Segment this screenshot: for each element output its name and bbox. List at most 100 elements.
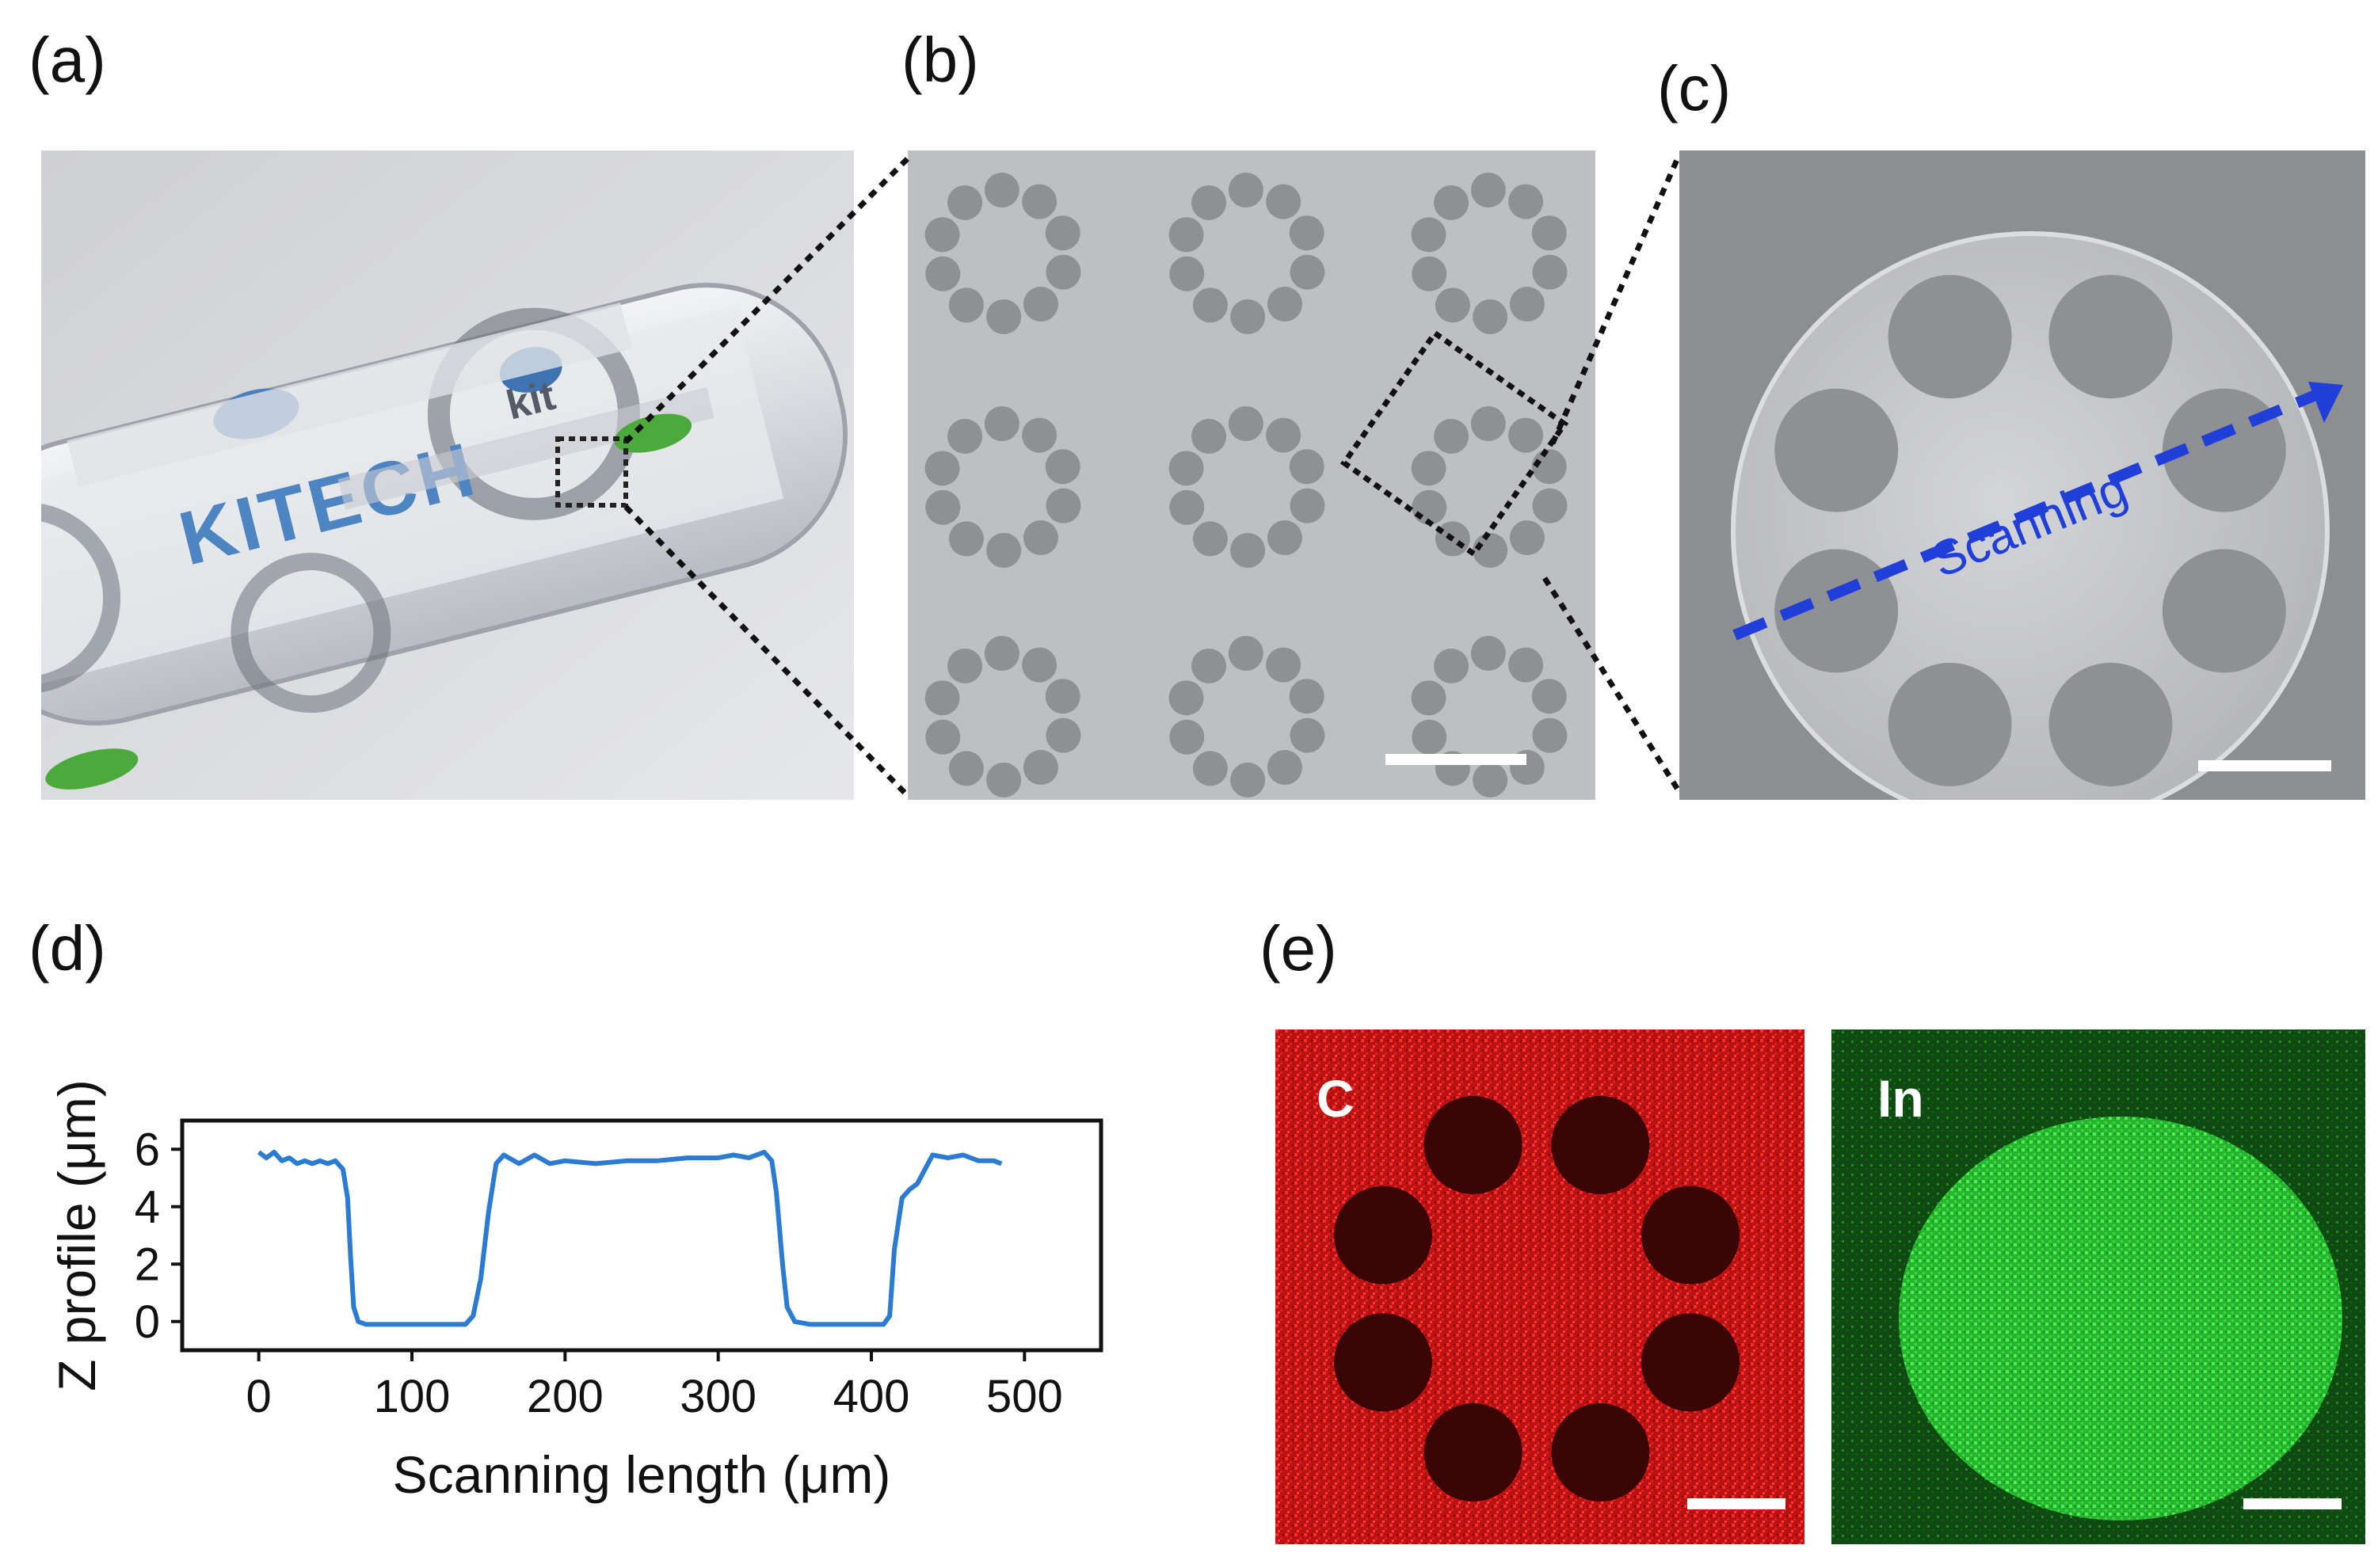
array-dot bbox=[1230, 762, 1266, 797]
array-dot bbox=[1023, 287, 1058, 322]
hole bbox=[2162, 549, 2286, 673]
seal-icon bbox=[41, 502, 121, 695]
array-dot bbox=[1267, 287, 1302, 322]
array-dot bbox=[1434, 648, 1469, 683]
array-dot bbox=[948, 521, 984, 557]
carbon-hole bbox=[1423, 1403, 1522, 1502]
scale-bar-e1 bbox=[1687, 1498, 1785, 1509]
seal-icon bbox=[231, 553, 391, 714]
x-tick-label: 200 bbox=[527, 1371, 604, 1422]
array-dot bbox=[1473, 762, 1508, 797]
array-dot bbox=[1192, 287, 1228, 323]
zoom-box-a bbox=[555, 436, 628, 508]
array-dot bbox=[1289, 449, 1324, 485]
array-dot bbox=[1470, 636, 1506, 672]
carbon-hole bbox=[1641, 1313, 1740, 1412]
array-dot bbox=[1470, 406, 1506, 442]
carbon-hole bbox=[1551, 1095, 1650, 1194]
array-dot bbox=[1473, 299, 1508, 334]
tube-photo: kit KITECH bbox=[41, 150, 854, 800]
array-dot bbox=[925, 256, 961, 291]
array-dot bbox=[1191, 418, 1227, 454]
profile-series-line bbox=[257, 1149, 1003, 1327]
array-dot bbox=[1531, 449, 1567, 485]
array-dot bbox=[1023, 750, 1058, 786]
array-dot bbox=[1022, 417, 1058, 453]
indium-map: In bbox=[1831, 1029, 2365, 1544]
indium-disc bbox=[1899, 1117, 2342, 1520]
array-dot bbox=[1266, 647, 1301, 683]
x-tick-label: 100 bbox=[374, 1371, 451, 1422]
array-dot bbox=[1191, 185, 1227, 220]
array-dot bbox=[986, 299, 1022, 334]
array-dot bbox=[1168, 680, 1204, 716]
array-dot bbox=[924, 451, 960, 486]
carbon-map: C bbox=[1275, 1029, 1804, 1544]
array-dot bbox=[1045, 679, 1080, 714]
array-dot bbox=[948, 751, 984, 786]
array-dot bbox=[924, 217, 960, 253]
x-tick-label: 0 bbox=[246, 1371, 272, 1422]
array-dot bbox=[1230, 532, 1266, 568]
carbon-hole bbox=[1333, 1186, 1432, 1284]
dot-array-image bbox=[908, 150, 1595, 800]
x-tick-label: 300 bbox=[680, 1371, 756, 1422]
array-dot bbox=[1531, 679, 1567, 714]
array-dot bbox=[1412, 719, 1447, 755]
array-dot bbox=[947, 185, 983, 220]
array-dot bbox=[925, 489, 961, 525]
array-dot bbox=[1168, 451, 1204, 486]
array-dot bbox=[948, 287, 984, 323]
array-dot bbox=[924, 680, 960, 716]
hole bbox=[1888, 662, 2012, 786]
micrograph-panel-b bbox=[908, 150, 1595, 800]
array-dot bbox=[1411, 217, 1446, 253]
array-dot bbox=[947, 418, 983, 454]
array-dot bbox=[984, 173, 1019, 208]
array-dot bbox=[1290, 488, 1325, 523]
array-dot bbox=[1531, 215, 1567, 251]
array-dot bbox=[1267, 520, 1302, 556]
array-dot bbox=[1470, 173, 1506, 208]
array-dot bbox=[1509, 287, 1545, 322]
array-dot bbox=[1509, 520, 1545, 556]
hole bbox=[1774, 388, 1899, 512]
array-dot bbox=[1267, 750, 1302, 786]
array-dot bbox=[1046, 717, 1081, 753]
y-tick-label: 0 bbox=[135, 1296, 160, 1348]
array-dot bbox=[947, 648, 983, 683]
carbon-hole bbox=[1423, 1095, 1522, 1194]
array-dot bbox=[1508, 647, 1544, 683]
array-dot bbox=[1435, 287, 1470, 323]
y-tick-label: 6 bbox=[135, 1124, 160, 1175]
eds-map-in: In bbox=[1831, 1029, 2365, 1544]
panel-label-c: (c) bbox=[1657, 53, 1732, 124]
array-dot bbox=[1169, 489, 1205, 525]
scale-bar-b bbox=[1385, 754, 1526, 765]
zoom-box-b bbox=[1340, 329, 1569, 558]
sem-image: Scanning bbox=[1679, 150, 2365, 800]
array-dot bbox=[1473, 532, 1508, 568]
array-dot bbox=[1289, 215, 1324, 251]
array-dot bbox=[1532, 717, 1568, 753]
scale-bar-c bbox=[2198, 760, 2331, 771]
arrow-head-icon bbox=[2308, 382, 2343, 423]
array-dot bbox=[1169, 256, 1205, 291]
array-dot bbox=[1228, 173, 1263, 208]
carbon-hole bbox=[1641, 1186, 1740, 1284]
array-dot bbox=[1290, 254, 1325, 290]
y-axis-label: Z profile (μm) bbox=[48, 1079, 106, 1391]
array-dot bbox=[1532, 488, 1568, 523]
array-dot bbox=[1045, 215, 1080, 251]
photo-panel-a: kit KITECH bbox=[41, 150, 854, 800]
x-tick-label: 400 bbox=[833, 1371, 910, 1422]
x-axis-label: Scanning length (μm) bbox=[393, 1445, 891, 1504]
array-dot bbox=[1508, 184, 1544, 219]
panel-label-b: (b) bbox=[901, 25, 979, 95]
array-dot bbox=[986, 762, 1022, 797]
hole bbox=[2048, 662, 2173, 786]
array-dot bbox=[1023, 520, 1058, 556]
